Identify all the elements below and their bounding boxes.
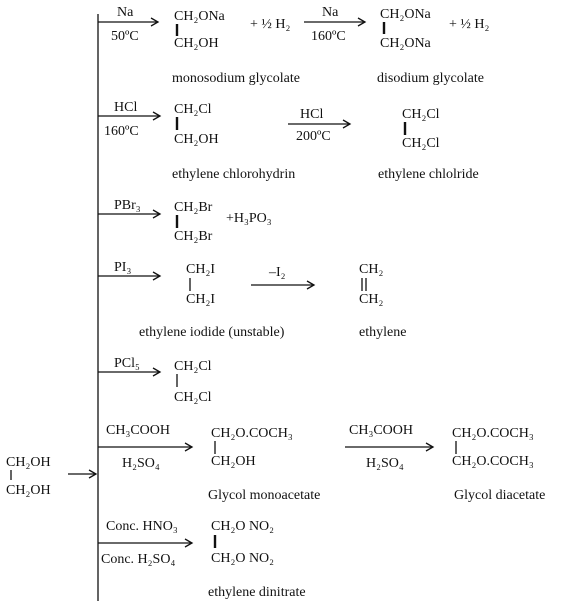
product-top: CH₂Cl	[174, 359, 212, 374]
reaction-hno3: Conc. HNO₃ Conc. H₂SO₄ CH₂O NO₂ CH₂O NO₂…	[98, 519, 306, 600]
product-top: CH₂I	[186, 262, 215, 277]
branch-arrowhead	[184, 442, 194, 452]
reaction-pi3: PI₃ CH₂I CH₂I –I₂ CH₂ CH₂ ethylene iodid…	[98, 260, 406, 340]
reagent: PI₃	[114, 260, 131, 275]
step2-product-top: CH₂Cl	[402, 107, 440, 122]
product-name: ethylene dinitrate	[208, 585, 306, 600]
product-name: monosodium glycolate	[172, 71, 300, 86]
branch-arrowhead	[152, 111, 162, 121]
step2-product-bottom: CH₂Cl	[402, 136, 440, 151]
product-top: CH₂ONa	[174, 9, 226, 24]
branch-arrowhead	[184, 538, 194, 548]
step2-product-top: CH₂	[359, 262, 383, 277]
product-bottom: CH₂I	[186, 292, 215, 307]
step2-condition: 160ºC	[311, 29, 346, 44]
step2-product-bottom: CH₂	[359, 292, 383, 307]
step2-product-name: disodium glycolate	[377, 71, 484, 86]
reaction-hcl: HCl 160ºC CH₂Cl CH₂OH HCl 200ºC CH₂Cl CH…	[98, 100, 479, 182]
product-top: CH₂O NO₂	[211, 519, 274, 534]
product-top: CH₂O.COCH₃	[211, 426, 293, 441]
product-bottom: CH₂O NO₂	[211, 551, 274, 566]
condition: 160ºC	[104, 124, 139, 139]
reactant-bottom: CH₂OH	[6, 483, 51, 498]
byproduct: +H₃PO₃	[226, 211, 272, 226]
step2-product-top: CH₂O.COCH₃	[452, 426, 534, 441]
reaction-ch3cooh: CH₃COOH H₂SO₄ CH₂O.COCH₃ CH₂OH CH₃COOH H…	[98, 423, 545, 503]
condition: H₂SO₄	[122, 456, 160, 471]
reagent: CH₃COOH	[106, 423, 170, 438]
reactant-arrowhead	[88, 469, 98, 479]
step2-arrowhead	[342, 119, 352, 129]
reaction-pcl5: PCl₅ CH₂Cl CH₂Cl	[98, 356, 212, 405]
byproduct: + ½ H₂	[250, 17, 291, 32]
product-top: CH₂Br	[174, 200, 213, 215]
step2-condition: H₂SO₄	[366, 456, 404, 471]
step2-arrowhead	[425, 442, 435, 452]
reactant-top: CH₂OH	[6, 455, 51, 470]
step2-product-name: ethylene	[359, 325, 406, 340]
step2-product-name: ethylene chlolride	[378, 167, 479, 182]
step2-reagent: Na	[322, 5, 339, 20]
branch-arrowhead	[152, 271, 162, 281]
product-name: Glycol monoacetate	[208, 488, 320, 503]
step2-arrowhead	[357, 17, 367, 27]
step2-reagent: HCl	[300, 107, 323, 122]
step2-reagent: CH₃COOH	[349, 423, 413, 438]
step2-reagent: –I₂	[268, 265, 286, 280]
step2-product-name: Glycol diacetate	[454, 488, 545, 503]
reagent: Conc. HNO₃	[106, 519, 178, 534]
product-bottom: CH₂OH	[174, 132, 219, 147]
product-bottom: CH₂Cl	[174, 390, 212, 405]
step2-arrowhead	[306, 280, 316, 290]
reagent: PBr₃	[114, 198, 141, 213]
branch-arrowhead	[150, 17, 160, 27]
reagent: HCl	[114, 100, 137, 115]
condition: 50ºC	[111, 29, 139, 44]
reagent: Na	[117, 5, 134, 20]
branch-arrowhead	[152, 209, 162, 219]
product-name: ethylene chlorohydrin	[172, 167, 295, 182]
reagent: PCl₅	[114, 356, 140, 371]
step2-product-top: CH₂ONa	[380, 7, 432, 22]
product-bottom: CH₂Br	[174, 229, 213, 244]
branch-arrowhead	[152, 367, 162, 377]
step2-condition: 200ºC	[296, 129, 331, 144]
product-bottom: CH₂OH	[211, 454, 256, 469]
condition: Conc. H₂SO₄	[101, 552, 175, 567]
step2-product-bottom: CH₂ONa	[380, 36, 432, 51]
reaction-na: Na 50ºC CH₂ONa CH₂OH + ½ H₂ Na 160ºC CH₂…	[98, 5, 490, 86]
reaction-pbr3: PBr₃ CH₂Br CH₂Br +H₃PO₃	[98, 198, 272, 244]
step2-product-bottom: CH₂O.COCH₃	[452, 454, 534, 469]
reactant: CH₂OH CH₂OH	[6, 455, 51, 498]
product-name: ethylene iodide (unstable)	[139, 325, 285, 340]
step2-byproduct: + ½ H₂	[449, 17, 490, 32]
product-bottom: CH₂OH	[174, 36, 219, 51]
product-top: CH₂Cl	[174, 102, 212, 117]
